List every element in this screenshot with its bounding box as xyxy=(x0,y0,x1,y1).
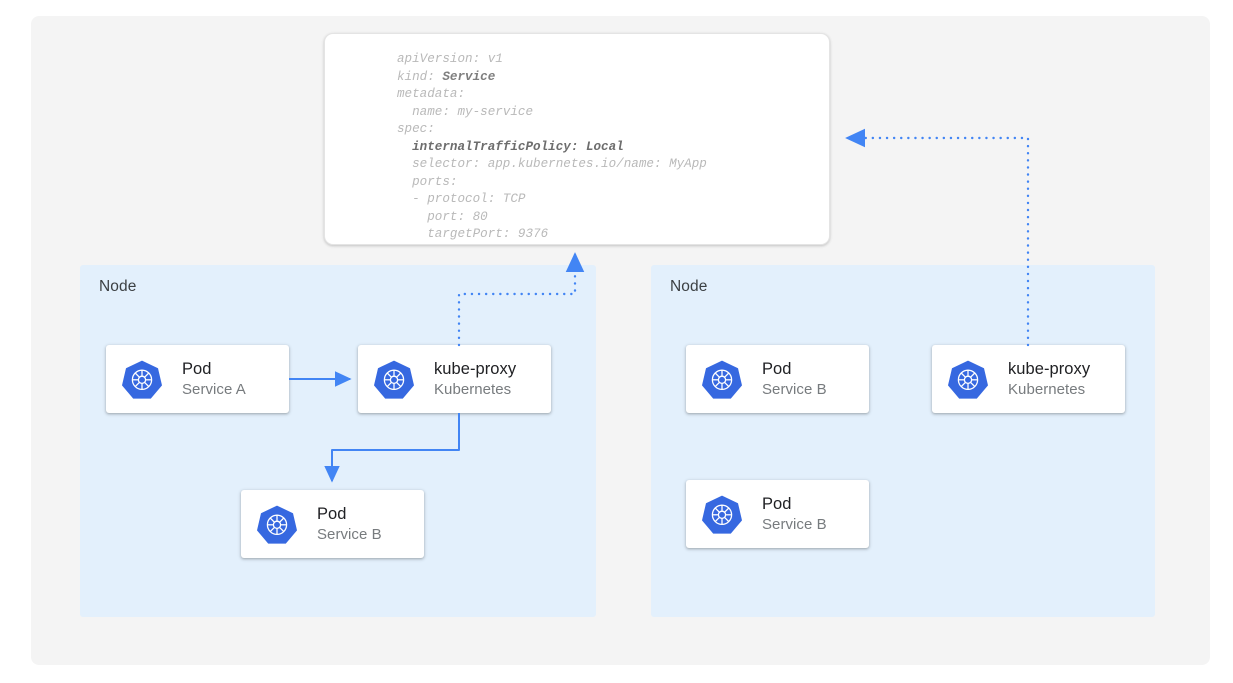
card-title: Pod xyxy=(762,494,792,513)
card-subtitle: Service A xyxy=(182,380,246,398)
card-text: Pod Service A xyxy=(182,359,246,400)
card-title: Pod xyxy=(182,359,212,378)
card-pod-service-a[interactable]: Pod Service A xyxy=(106,345,289,413)
card-text: Pod Service B xyxy=(762,359,827,400)
card-text: Pod Service B xyxy=(762,494,827,535)
kubernetes-icon xyxy=(374,359,414,399)
card-pod-service-b-right-top[interactable]: Pod Service B xyxy=(686,345,869,413)
card-title: kube-proxy xyxy=(1008,359,1091,378)
card-subtitle: Service B xyxy=(762,515,827,533)
card-pod-service-b-right-bottom[interactable]: Pod Service B xyxy=(686,480,869,548)
node-label: Node xyxy=(99,278,137,295)
card-subtitle: Service B xyxy=(317,525,382,543)
kubernetes-icon xyxy=(948,359,988,399)
kubernetes-icon xyxy=(702,359,742,399)
kubernetes-icon xyxy=(257,504,297,544)
card-title: Pod xyxy=(317,504,347,523)
card-pod-service-b-left[interactable]: Pod Service B xyxy=(241,490,424,558)
card-title: kube-proxy xyxy=(434,359,517,378)
node-container-left: Node xyxy=(80,265,596,617)
node-label: Node xyxy=(670,278,708,295)
card-title: Pod xyxy=(762,359,792,378)
card-kube-proxy-right[interactable]: kube-proxy Kubernetes xyxy=(932,345,1125,413)
card-subtitle: Service B xyxy=(762,380,827,398)
card-text: kube-proxy Kubernetes xyxy=(1008,359,1090,400)
kubernetes-icon xyxy=(122,359,162,399)
card-subtitle: Kubernetes xyxy=(1008,380,1086,398)
card-subtitle: Kubernetes xyxy=(434,380,512,398)
node-container-right: Node xyxy=(651,265,1155,617)
kubernetes-icon xyxy=(702,494,742,534)
card-kube-proxy-left[interactable]: kube-proxy Kubernetes xyxy=(358,345,551,413)
service-manifest-code: apiVersion: v1 kind: Service metadata: n… xyxy=(397,52,707,242)
card-text: kube-proxy Kubernetes xyxy=(434,359,516,400)
card-text: Pod Service B xyxy=(317,504,382,545)
service-manifest-card: apiVersion: v1 kind: Service metadata: n… xyxy=(324,33,830,245)
